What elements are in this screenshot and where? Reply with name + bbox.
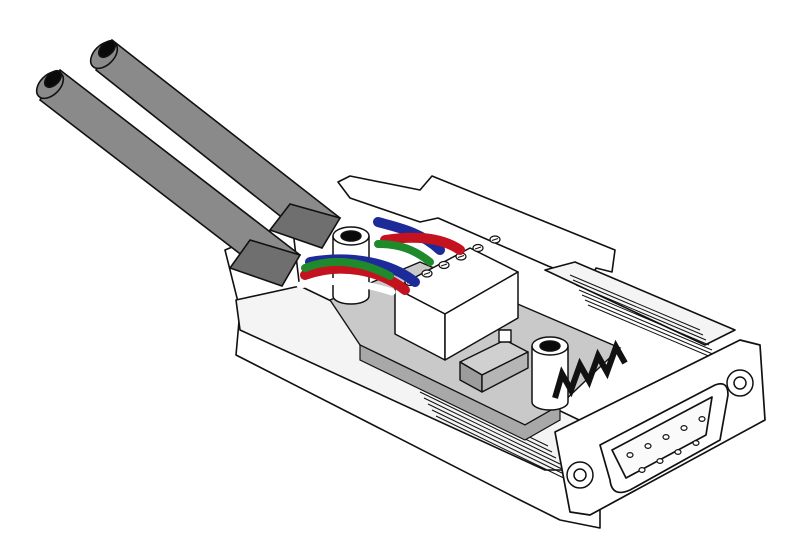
grip-rib <box>435 415 573 483</box>
connector-shell-inner <box>611 396 713 479</box>
wire-green-lower <box>301 257 394 280</box>
terminal-screw-slot <box>423 272 431 275</box>
db9-pin-hole <box>680 425 688 432</box>
pcb-front-edge <box>359 344 561 441</box>
terminal-block <box>394 247 519 361</box>
thumbscrew-left <box>566 461 594 489</box>
thumbscrew-right <box>726 369 754 397</box>
grip-rib <box>423 397 561 465</box>
wire-red-upper <box>380 232 465 255</box>
db9-pin-hole <box>638 467 646 474</box>
switch-side <box>481 351 529 393</box>
ground-spring <box>552 339 628 399</box>
wire-blue-upper <box>373 217 445 255</box>
slide-switch <box>459 329 529 393</box>
terminal-block-side <box>444 271 519 361</box>
cable-front <box>35 68 302 287</box>
grip-rib <box>578 289 710 346</box>
wire-green-upper <box>374 240 434 266</box>
colored-wires <box>296 217 465 296</box>
db9-pin-hole <box>692 440 700 447</box>
db9-pin-hole <box>656 458 664 465</box>
grip-rib <box>575 284 707 341</box>
db9-pin-hole <box>698 416 706 423</box>
grip-rib <box>584 299 716 356</box>
db9-pin-hole <box>674 449 682 456</box>
db9-pin-hole <box>626 452 634 459</box>
grip-rib <box>572 279 704 336</box>
switch-knob <box>498 329 512 343</box>
grip-rib <box>581 294 713 351</box>
db9-pins <box>626 416 706 474</box>
terminal-screw-slot <box>440 263 448 267</box>
terminal-screw-slot <box>491 238 499 241</box>
wire-white-lower <box>296 278 396 296</box>
wire-red-lower <box>300 263 410 295</box>
grip-rib <box>427 403 565 471</box>
housing-back-rim <box>337 175 616 283</box>
grip-rib <box>587 304 719 361</box>
cable-rear <box>89 38 342 249</box>
db9-pin-hole <box>644 443 652 450</box>
grip-rib <box>569 274 701 331</box>
db9-pin-hole <box>662 434 670 441</box>
grip-rib <box>431 409 569 477</box>
grip-rib <box>419 391 557 459</box>
terminal-screw-slot <box>457 255 465 258</box>
terminal-screw-slot <box>474 246 482 250</box>
